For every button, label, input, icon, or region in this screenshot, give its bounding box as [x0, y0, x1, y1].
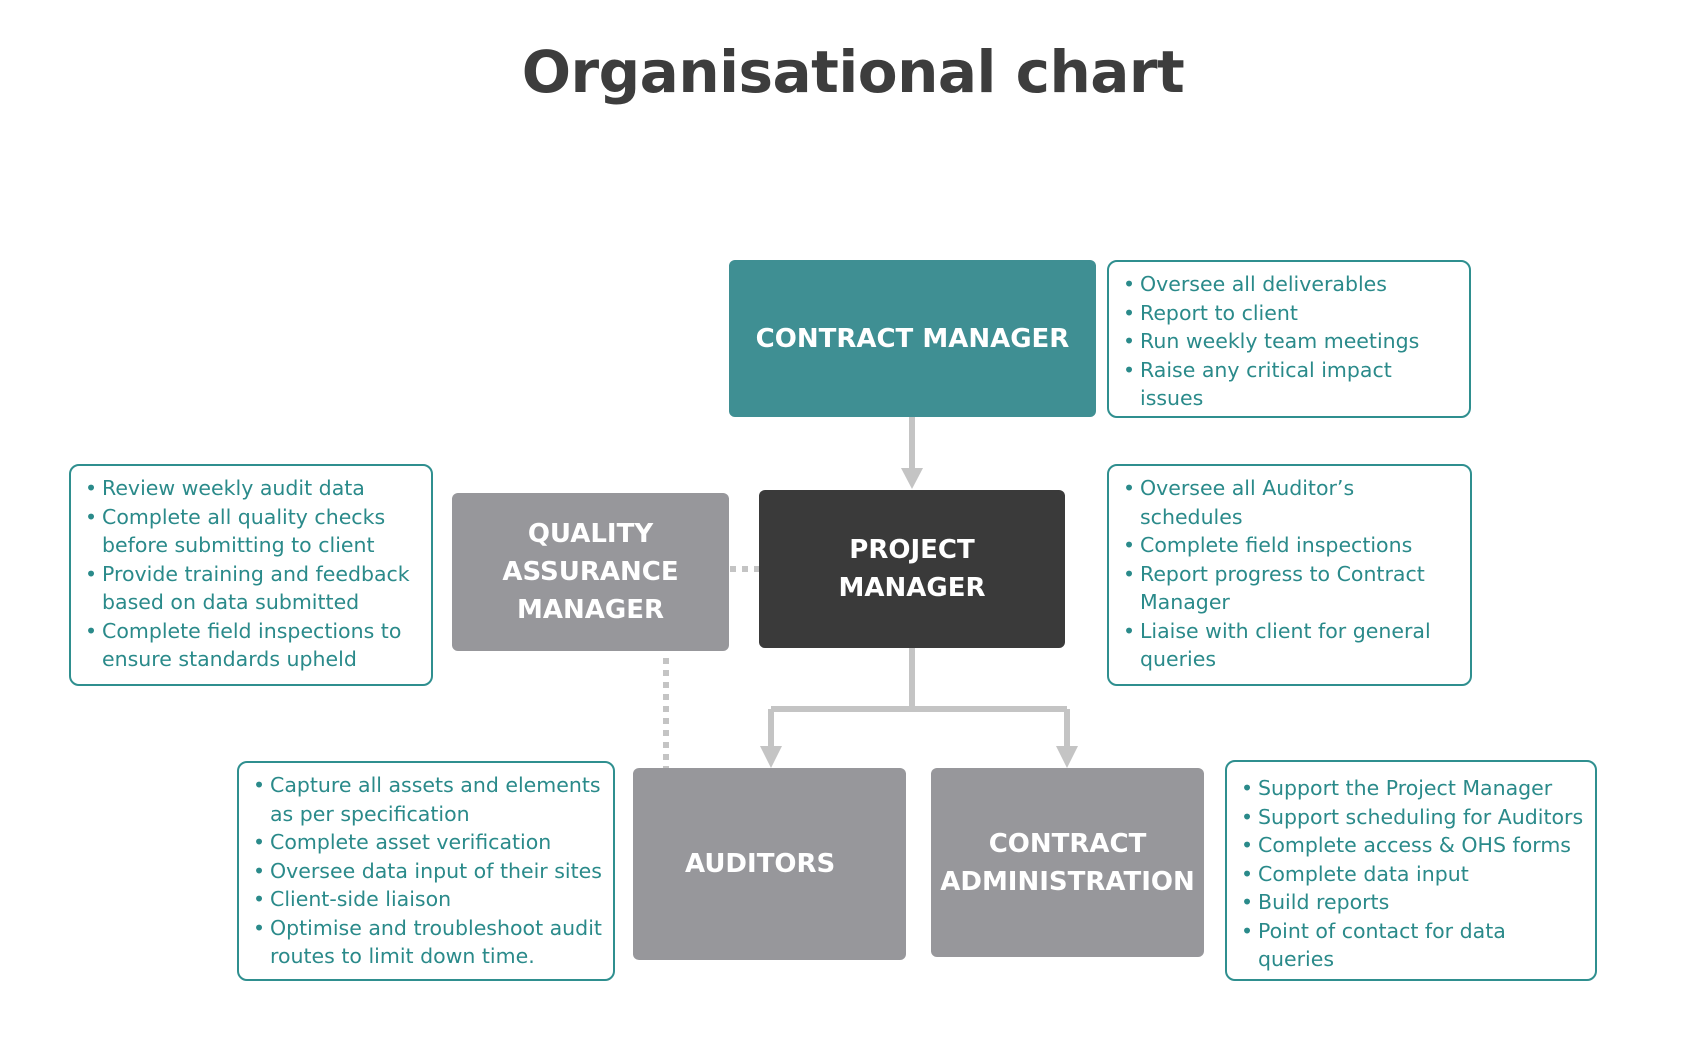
duty-item: Client-side liaison	[253, 885, 603, 914]
duties-project-manager: Oversee all Auditor’s schedules Complete…	[1107, 464, 1472, 686]
duty-item: Support scheduling for Auditors	[1241, 803, 1585, 832]
duties-quality-assurance-manager: Review weekly audit data Complete all qu…	[69, 464, 433, 686]
role-project-manager-label: PROJECT MANAGER	[838, 535, 986, 603]
duty-item: Complete all quality checks before submi…	[85, 503, 421, 560]
duties-contract-administration: Support the Project Manager Support sche…	[1225, 760, 1597, 981]
arrowhead-project-manager	[901, 468, 923, 489]
duty-item: Complete data input	[1241, 860, 1585, 889]
duty-item: Report to client	[1123, 299, 1459, 328]
role-project-manager: PROJECT MANAGER	[759, 490, 1065, 648]
duty-item: Complete field inspections	[1123, 531, 1460, 560]
role-quality-assurance-manager: QUALITY ASSURANCE MANAGER	[452, 493, 729, 651]
duty-item: Build reports	[1241, 888, 1585, 917]
duty-item: Raise any critical impact issues	[1123, 356, 1459, 413]
duty-item: Capture all assets and elements as per s…	[253, 771, 603, 828]
role-contract-manager-label: CONTRACT MANAGER	[755, 323, 1070, 354]
duty-item: Oversee data input of their sites	[253, 857, 603, 886]
duty-item: Review weekly audit data	[85, 474, 421, 503]
duty-item: Report progress to Contract Manager	[1123, 560, 1460, 617]
role-contract-administration-label: CONTRACT ADMINISTRATION	[940, 828, 1195, 897]
role-contract-manager: CONTRACT MANAGER	[729, 260, 1096, 417]
duties-auditors: Capture all assets and elements as per s…	[237, 761, 615, 981]
duty-item: Complete field inspections to ensure sta…	[85, 617, 421, 674]
duties-contract-manager: Oversee all deliverables Report to clien…	[1107, 260, 1471, 418]
duty-item: Liaise with client for general queries	[1123, 617, 1460, 674]
duty-item: Oversee all deliverables	[1123, 270, 1459, 299]
duty-item: Complete access & OHS forms	[1241, 831, 1585, 860]
role-auditors: AUDITORS	[633, 768, 906, 960]
duty-item: Oversee all Auditor’s schedules	[1123, 474, 1460, 531]
duty-item: Complete asset verification	[253, 828, 603, 857]
arrowhead-auditors	[760, 746, 782, 768]
role-auditors-label: AUDITORS	[685, 849, 836, 879]
arrowhead-contract-admin	[1056, 746, 1078, 768]
duty-item: Support the Project Manager	[1241, 774, 1585, 803]
duty-item: Optimise and troubleshoot audit routes t…	[253, 914, 603, 971]
role-quality-assurance-manager-label: QUALITY ASSURANCE MANAGER	[502, 519, 679, 625]
duty-item: Run weekly team meetings	[1123, 327, 1459, 356]
duty-item: Point of contact for data queries	[1241, 917, 1585, 974]
duty-item: Provide training and feedback based on d…	[85, 560, 421, 617]
chart-title: Organisational chart	[521, 38, 1185, 106]
role-contract-administration: CONTRACT ADMINISTRATION	[931, 768, 1204, 957]
